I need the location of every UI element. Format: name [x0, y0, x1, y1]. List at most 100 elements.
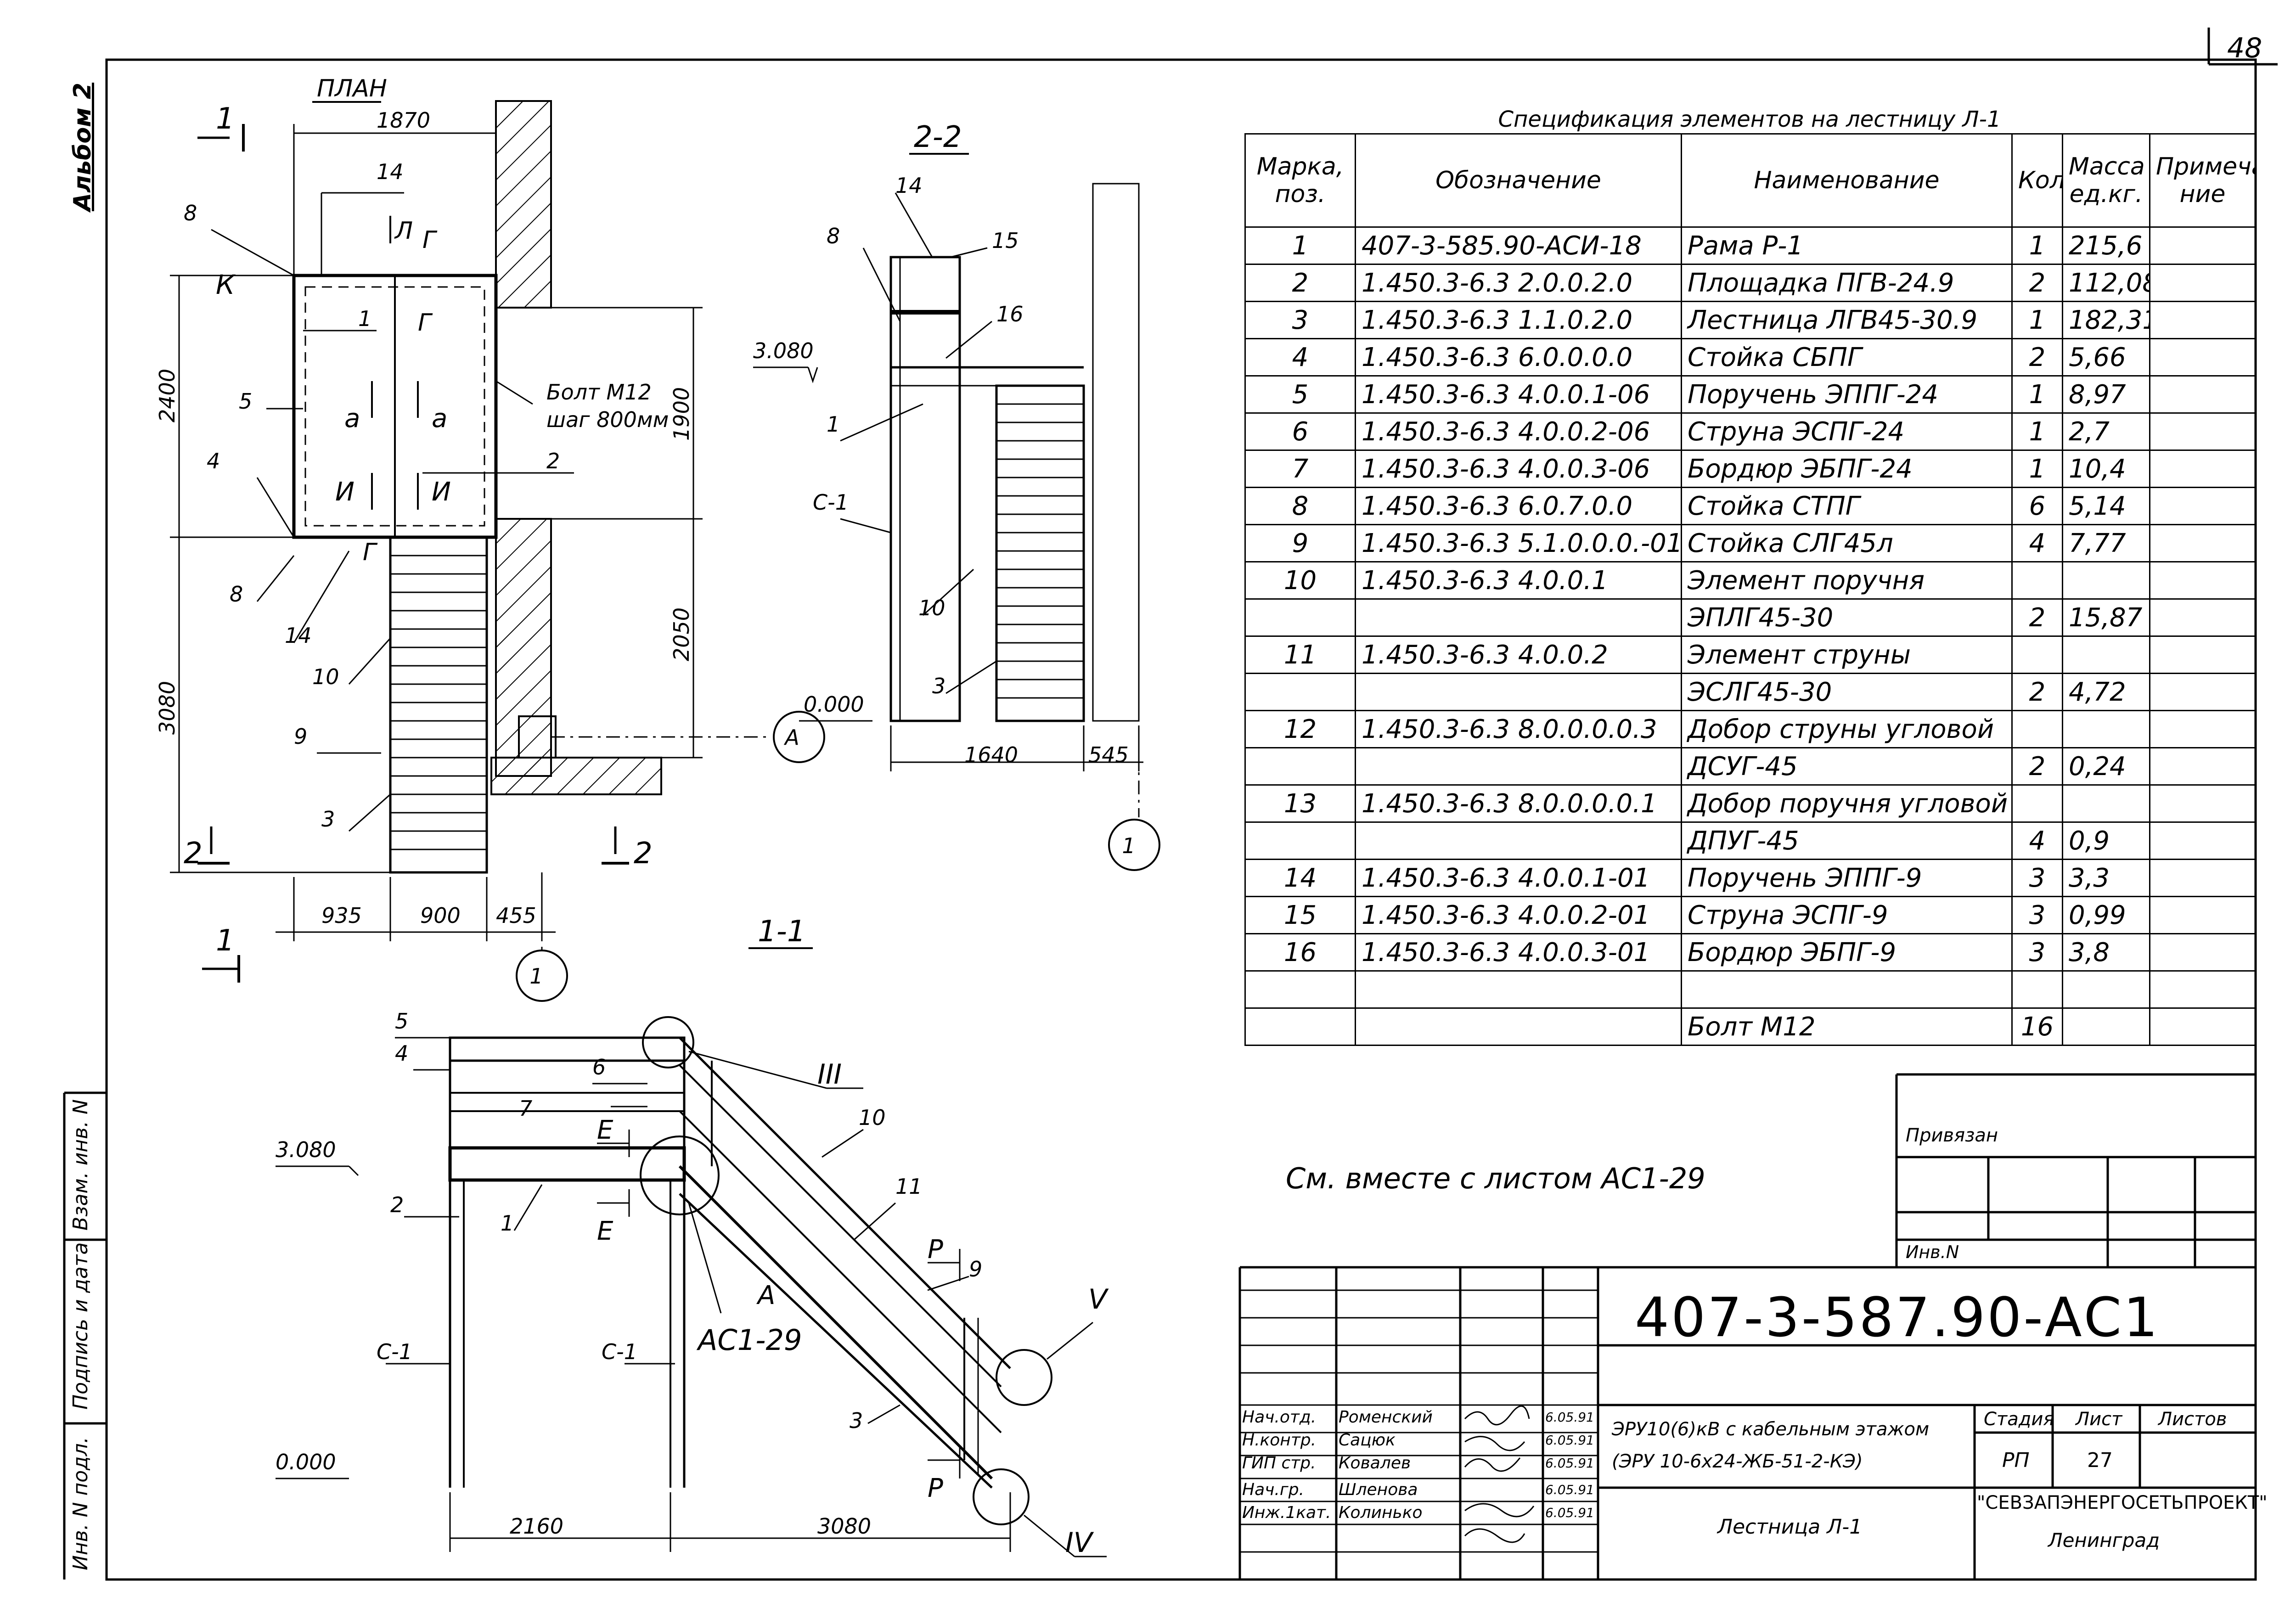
signatures — [1464, 1405, 1535, 1543]
sec22-callout-10: 10 — [918, 596, 945, 620]
plan-letter-I2: И — [432, 477, 451, 507]
cell-designation: 1.450.3-6.3 8.0.0.0.0.3 — [1355, 710, 1682, 748]
cell-name: Элемент поручня — [1681, 561, 2013, 600]
cell-name: Поручень ЭППГ-24 — [1681, 375, 2013, 414]
cell-mark: 1 — [1244, 226, 1356, 265]
sheets-label: Листов — [2158, 1409, 2227, 1430]
sec11-callout-11: 11 — [895, 1174, 923, 1199]
cell-note — [2149, 487, 2256, 525]
cell-mark — [1244, 598, 1356, 637]
cell-mass: 112,08 — [2062, 264, 2150, 302]
cell-mass: 3,3 — [2062, 859, 2150, 897]
date-3: 6.05.91 — [1545, 1456, 1594, 1471]
cell-mark: 13 — [1244, 784, 1356, 823]
cell-qty: 1 — [2011, 301, 2063, 339]
cell-mass: 182,31 — [2062, 301, 2150, 339]
cell-mass — [2062, 710, 2150, 748]
cell-qty: 2 — [2011, 338, 2063, 377]
cell-name: Стойка СЛГ45л — [1681, 524, 2013, 562]
cell-name: Болт М12 — [1681, 1007, 2013, 1046]
spec-table-block: Спецификация элементов на лестницу Л-1 М… — [1244, 106, 2256, 1046]
sec22-level-bottom: 0.000 — [804, 692, 864, 717]
sec11-letter-E1: Е — [597, 1115, 613, 1145]
name-4: Шленова — [1339, 1480, 1418, 1499]
cell-name: Добор струны угловой — [1681, 710, 2013, 748]
plan-callout-1: 1 — [358, 306, 371, 331]
plan-letter-G3: Г — [363, 539, 378, 566]
cell-qty: 3 — [2011, 896, 2063, 934]
document-code: 407-3-587.90-АС1 — [1635, 1286, 2160, 1349]
cell-mark: 4 — [1244, 338, 1356, 377]
cell-mass — [2062, 561, 2150, 600]
cell-note — [2149, 450, 2256, 488]
date-5: 6.05.91 — [1545, 1505, 1594, 1520]
plan-callout-9: 9 — [294, 724, 307, 749]
cell-qty: 3 — [2011, 859, 2063, 897]
organization: "СЕВЗАПЭНЕРГОСЕТЬПРОЕКТ" — [1977, 1492, 2268, 1513]
sec11-letter-P1: Р — [928, 1235, 943, 1265]
cell-mass: 15,87 — [2062, 598, 2150, 637]
cell-qty: 2 — [2011, 747, 2063, 786]
cell-mark — [1244, 673, 1356, 711]
sec11-callout-3: 3 — [850, 1408, 863, 1433]
plan-title: ПЛАН — [317, 75, 387, 102]
cell-designation: 1.450.3-6.3 4.0.0.2 — [1355, 635, 1682, 674]
plan-dim-top: 1870 — [377, 108, 430, 133]
cell-designation: 1.450.3-6.3 6.0.7.0.0 — [1355, 487, 1682, 525]
side-label-sign: Подпись и дата — [69, 1242, 92, 1410]
people-roles: Нач.отд. Н.контр. ГИП стр. Нач.гр. Инж.1… — [1242, 1406, 1331, 1524]
sec11-node-IV: IV — [1065, 1527, 1094, 1559]
cell-mass: 3,8 — [2062, 933, 2150, 972]
cell-mass: 2,7 — [2062, 412, 2150, 451]
cell-designation: 1.450.3-6.3 4.0.0.3-01 — [1355, 933, 1682, 972]
cell-note — [2149, 524, 2256, 562]
plan-letter-I1: И — [335, 477, 355, 507]
side-label-vzam: Взам. инв. N — [69, 1099, 92, 1231]
cell-designation: 1.450.3-6.3 4.0.0.1-01 — [1355, 859, 1682, 897]
city: Ленинград — [2048, 1529, 2160, 1551]
cell-designation: 1.450.3-6.3 4.0.0.2-01 — [1355, 896, 1682, 934]
spec-table: Марка, поз. Обозначение Наименование Кол… — [1244, 133, 2256, 1046]
cell-mass: 0,9 — [2062, 821, 2150, 860]
cell-name: Бордюр ЭБПГ-24 — [1681, 450, 2013, 488]
cell-note — [2149, 375, 2256, 414]
cell-qty — [2011, 635, 2063, 674]
sec22-callout-C1: С-1 — [813, 490, 849, 515]
sec22-title: 2-2 — [914, 120, 962, 154]
cell-name: Стойка СБПГ — [1681, 338, 2013, 377]
cell-mark — [1244, 747, 1356, 786]
cell-note — [2149, 635, 2256, 674]
plan-callout-14b: 14 — [285, 623, 312, 648]
plan-callout-3: 3 — [321, 807, 335, 832]
cell-note — [2149, 561, 2256, 600]
date-4: 6.05.91 — [1545, 1482, 1594, 1497]
sec11-callout-6: 6 — [592, 1055, 606, 1079]
plan-callout-4: 4 — [207, 449, 220, 473]
role-4: Нач.гр. — [1242, 1480, 1305, 1499]
cell-note — [2149, 821, 2256, 860]
plan-letter-a1: а — [344, 404, 360, 433]
sec22-callout-1: 1 — [827, 412, 840, 437]
sheet-value: 27 — [2087, 1449, 2113, 1472]
inv-n-label: Инв.N — [1906, 1242, 1959, 1262]
plan-bolt-note-1: Болт М12 — [546, 380, 652, 405]
sec11-letter-E2: Е — [597, 1216, 613, 1246]
cell-designation: 1.450.3-6.3 2.0.0.2.0 — [1355, 264, 1682, 302]
cell-mass — [2062, 970, 2150, 1009]
cell-qty: 1 — [2011, 375, 2063, 414]
sec11-callout-C1b: С-1 — [602, 1339, 637, 1364]
cell-qty — [2011, 970, 2063, 1009]
object-line-2: (ЭРУ 10-6х24-ЖБ-51-2-КЭ) — [1612, 1451, 1863, 1472]
sec22-callout-15: 15 — [992, 228, 1019, 253]
